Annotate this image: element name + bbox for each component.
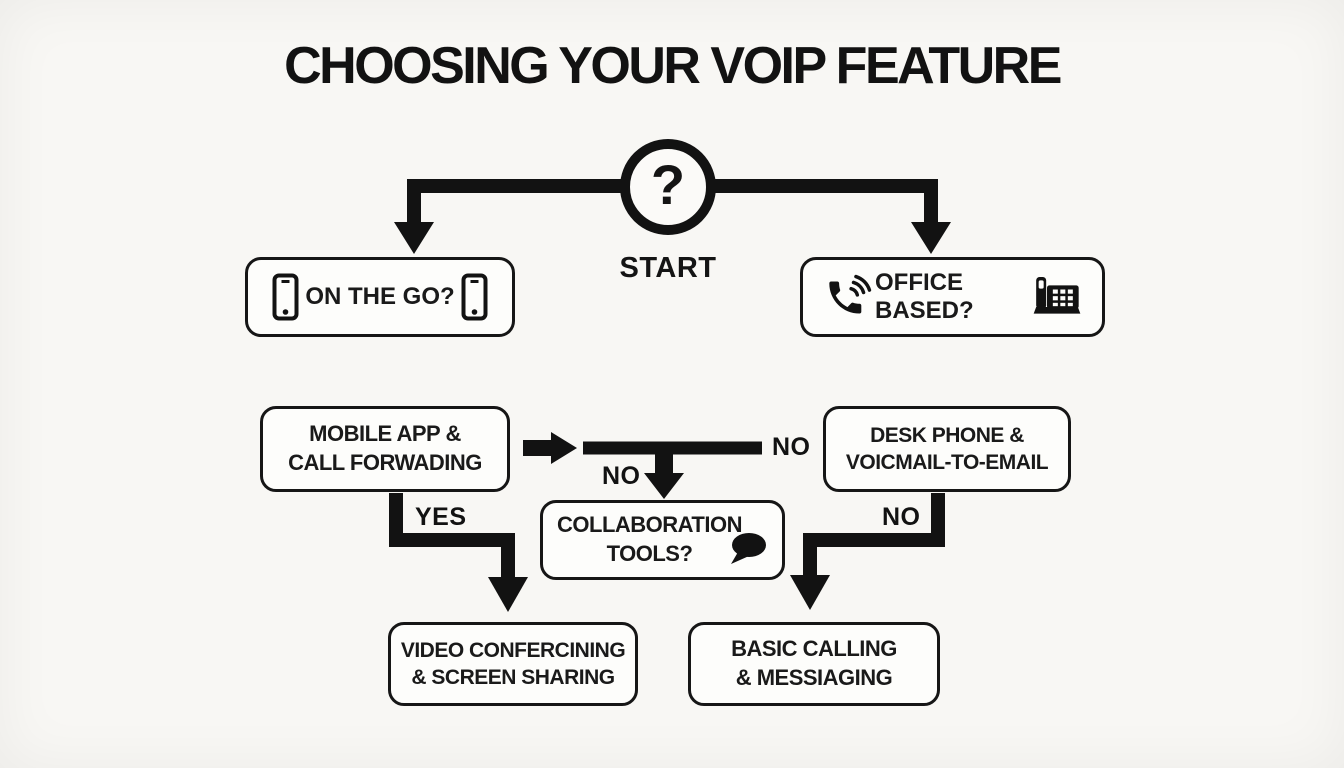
node-label-line1: COLLABORATION: [557, 512, 742, 538]
edge-label-no-desk: NO: [882, 503, 921, 531]
node-label-line2: CALL FORWADING: [288, 450, 482, 475]
node-basic-calling: BASIC CALLING & MESSIAGING: [688, 622, 940, 706]
smartphone-icon: [272, 273, 299, 321]
arrowhead-basic: [790, 575, 830, 610]
node-on-the-go: ON THE GO?: [245, 257, 515, 337]
connector-start-to-office: [676, 179, 938, 224]
node-desk-phone: DESK PHONE & VOICMAIL-TO-EMAIL: [823, 406, 1071, 492]
connector-yes-elbow: [389, 493, 515, 579]
edge-label-no-center: NO: [602, 462, 641, 490]
arrowhead-collab: [644, 473, 684, 499]
node-label: ON THE GO?: [305, 283, 455, 310]
connector-no-desk-elbow: [803, 493, 945, 577]
speech-bubble-icon: [731, 533, 766, 564]
arrowhead-onthego: [394, 222, 434, 254]
arrowhead-mobile-right: [551, 432, 577, 464]
edge-label-no-bar-right: NO: [772, 433, 811, 461]
node-label-line1: DESK PHONE &: [870, 423, 1024, 447]
node-label-line1: VIDEO CONFERCINING: [400, 638, 626, 662]
node-collaboration-tools: COLLABORATION TOOLS?: [540, 500, 785, 580]
node-mobile-app: MOBILE APP & CALL FORWADING: [260, 406, 510, 492]
arrowhead-video: [488, 577, 528, 612]
node-label-line2: VOICMAIL-TO-EMAIL: [845, 451, 1049, 474]
node-office-based: OFFICE BASED?: [800, 257, 1105, 337]
node-video-conferencing: VIDEO CONFERCINING & SCREEN SHARING: [388, 622, 638, 706]
page-title: CHOOSING YOUR VOIP FEATURE: [284, 37, 1062, 95]
start-label: START: [619, 252, 717, 284]
node-label-line1: MOBILE APP &: [309, 421, 461, 447]
smartphone-icon: [461, 273, 488, 321]
node-label: OFFICE BASED?: [875, 269, 974, 324]
arrowhead-office: [911, 222, 951, 254]
question-mark-icon: ?: [650, 153, 686, 216]
node-label-line1: BASIC CALLING: [731, 636, 897, 662]
node-label-line2: & SCREEN SHARING: [411, 666, 615, 689]
connector-start-to-onthego: [407, 179, 660, 224]
node-label-line2: TOOLS?: [606, 541, 693, 566]
desk-phone-icon: [1033, 277, 1081, 314]
phone-handset-icon: [829, 274, 872, 314]
start-node: ?: [620, 139, 716, 235]
node-label-line2: & MESSIAGING: [735, 665, 893, 690]
edge-label-yes: YES: [415, 503, 467, 531]
